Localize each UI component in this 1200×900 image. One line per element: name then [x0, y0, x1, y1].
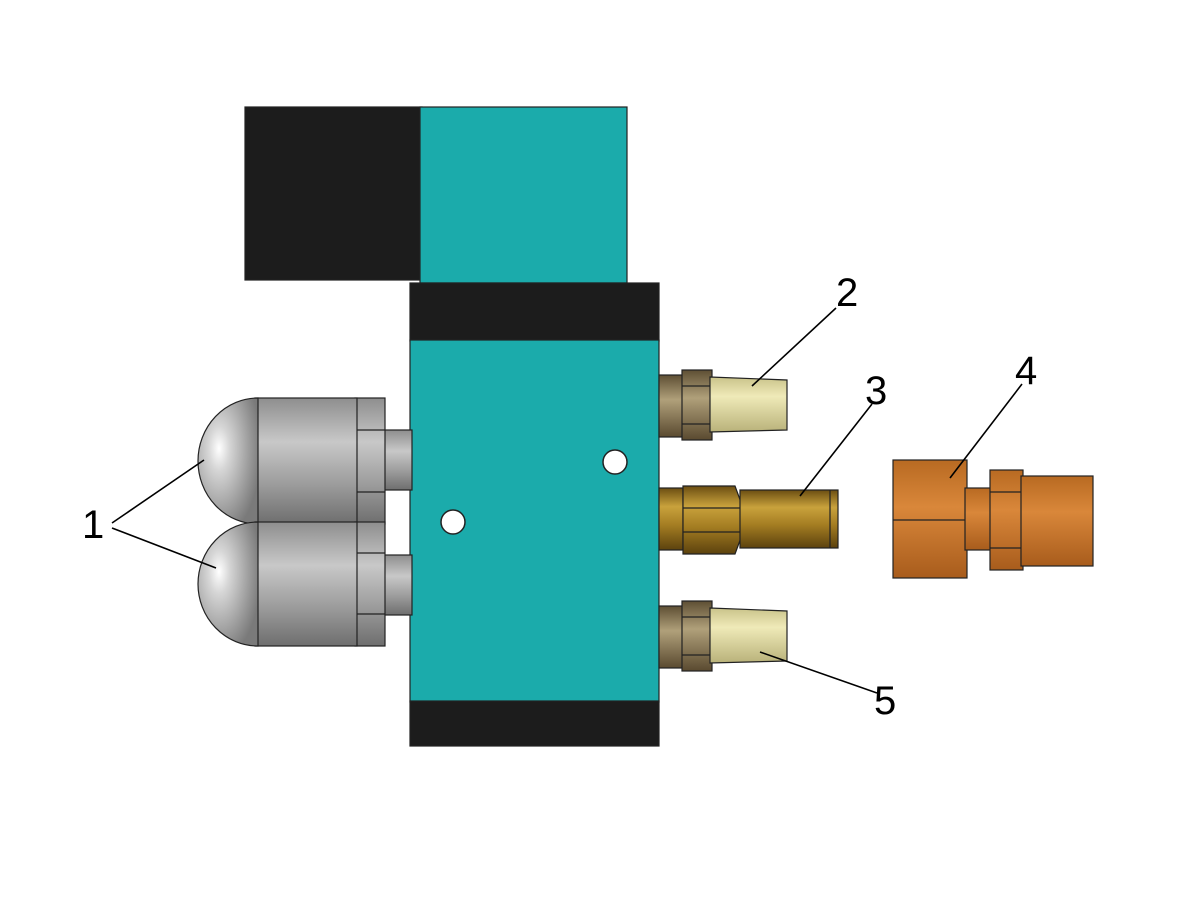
callout-5: 5 [874, 679, 896, 723]
callout-1: 1 [82, 503, 104, 547]
brass-fitting [658, 485, 839, 555]
callout-4: 4 [1015, 349, 1037, 393]
leader-4 [949, 383, 1023, 479]
leader-3 [799, 403, 873, 497]
leader-1a [111, 459, 205, 524]
callout-3: 3 [865, 369, 887, 413]
mounting-hole-upper [602, 449, 628, 475]
leader-1b [111, 527, 217, 569]
right-muffler-lower [658, 600, 788, 672]
leader-2 [751, 307, 837, 387]
leader-lines [111, 307, 1023, 694]
right-muffler-upper [658, 369, 788, 441]
coil-teal-body [419, 106, 628, 284]
callout-2: 2 [836, 271, 858, 315]
left-muffler-upper [197, 397, 413, 525]
coil-dark-cap [244, 106, 423, 281]
valve-bottom-plate [409, 700, 660, 747]
left-muffler-lower [197, 521, 413, 647]
mounting-hole-lower [440, 509, 466, 535]
valve-top-plate [409, 282, 660, 342]
copper-fitting [892, 459, 1094, 579]
solenoid-coil [244, 106, 628, 284]
leader-5 [759, 651, 878, 694]
valve-body [409, 282, 660, 747]
